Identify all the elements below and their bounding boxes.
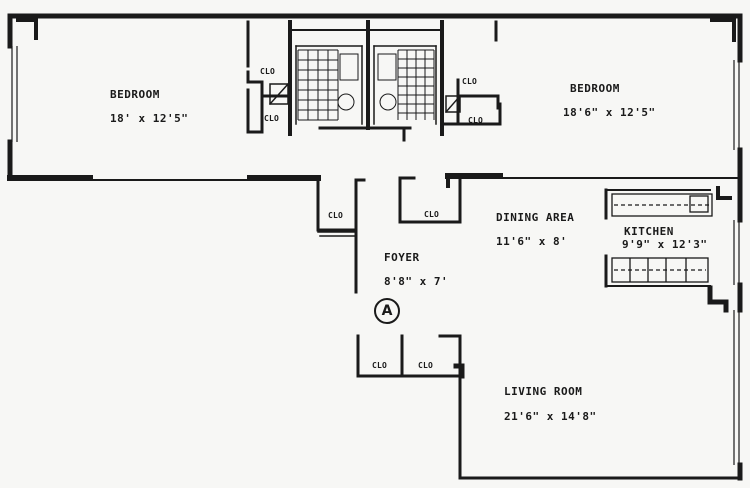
label-foyer: FOYER bbox=[384, 251, 420, 264]
label-bedroom-left: BEDROOM bbox=[110, 88, 160, 101]
closet-label: CLO bbox=[328, 211, 344, 220]
unit-marker: A bbox=[374, 298, 400, 324]
closet-label: CLO bbox=[264, 114, 280, 123]
closet-label: CLO bbox=[372, 361, 388, 370]
closet-label: CLO bbox=[418, 361, 434, 370]
walls bbox=[7, 13, 743, 481]
closet-label: CLO bbox=[424, 210, 440, 219]
unit-marker-letter: A bbox=[381, 303, 393, 319]
label-kitchen: KITCHEN bbox=[624, 225, 674, 238]
dims-foyer: 8'8" x 7' bbox=[384, 275, 449, 288]
dims-bedroom-right: 18'6" x 12'5" bbox=[563, 106, 656, 119]
label-bedroom-right: BEDROOM bbox=[570, 82, 620, 95]
dims-living: 21'6" x 14'8" bbox=[504, 410, 597, 423]
kitchen-counters bbox=[611, 193, 713, 283]
bathroom-fixtures bbox=[297, 49, 435, 121]
windows bbox=[11, 46, 740, 465]
dims-bedroom-left: 18' x 12'5" bbox=[110, 112, 189, 125]
label-living: LIVING ROOM bbox=[504, 385, 583, 398]
closet-label: CLO bbox=[468, 116, 484, 125]
dims-dining: 11'6" x 8' bbox=[496, 235, 568, 248]
dims-kitchen: 9'9" x 12'3" bbox=[622, 238, 708, 251]
label-dining: DINING AREA bbox=[496, 211, 575, 224]
closet-label: CLO bbox=[462, 77, 478, 86]
closet-label: CLO bbox=[260, 67, 276, 76]
